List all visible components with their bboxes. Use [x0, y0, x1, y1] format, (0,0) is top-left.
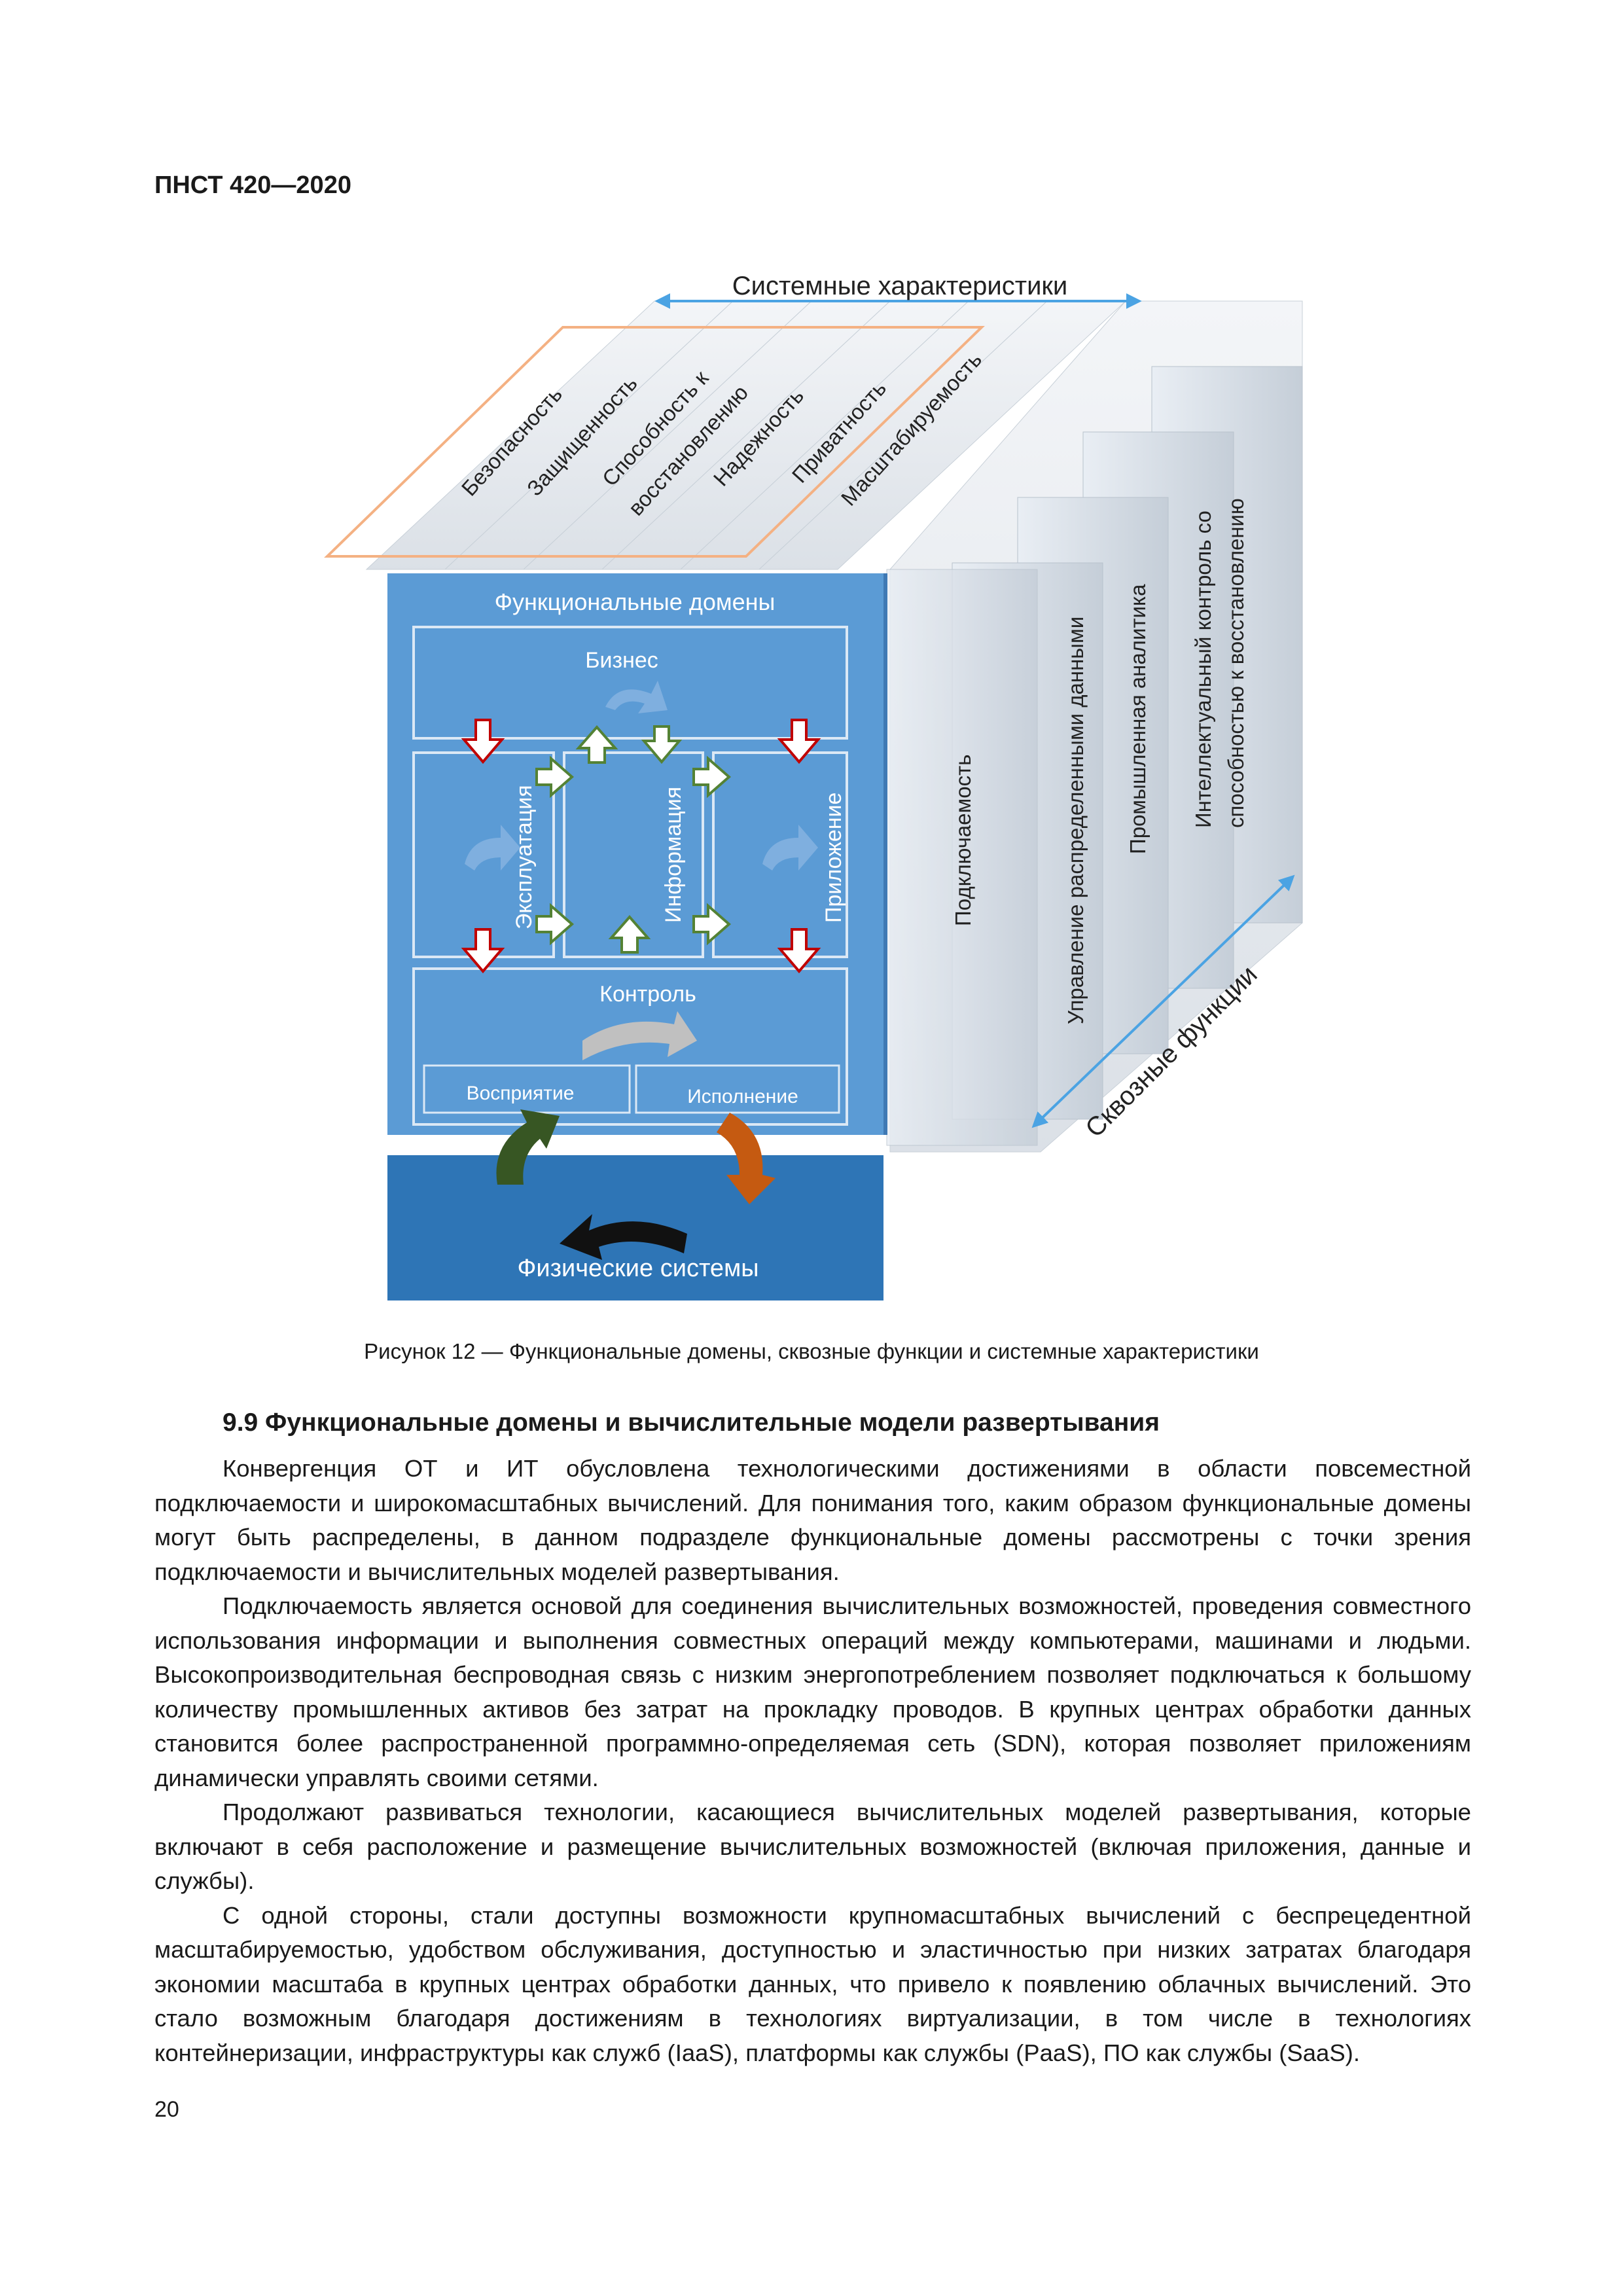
crosscutting-label: способностью к восстановлению	[1224, 498, 1248, 828]
physical-systems-label: Физические системы	[517, 1255, 758, 1282]
curved-arrow-icon	[605, 681, 668, 713]
page-number: 20	[154, 2097, 179, 2122]
physical-systems-block: Физические системы	[387, 1155, 883, 1300]
paragraph: Продолжают развиваться технологии, касаю…	[154, 1799, 1471, 1894]
domain-control: Контроль	[599, 982, 696, 1007]
domain-application: Приложение	[821, 793, 846, 923]
orange-curved-arrow-icon	[717, 1113, 776, 1204]
crosscutting-label: Управление распределенными данными	[1063, 617, 1088, 1024]
curved-arrow-icon	[762, 825, 818, 870]
system-characteristics-label: Системные характеристики	[732, 272, 1068, 300]
domain-sensing: Восприятие	[467, 1083, 575, 1104]
crosscutting-label: Подключаемость	[951, 755, 975, 926]
crosscutting-label: Промышленная аналитика	[1126, 584, 1150, 854]
functional-domains-block: Функциональные домены Бизнес Эксплуатаци…	[387, 573, 887, 1135]
section-title: 9.9 Функциональные домены и вычислительн…	[223, 1408, 1160, 1437]
paragraph: Конвергенция ОТ и ИТ обусловлена техноло…	[154, 1455, 1471, 1585]
figure-12: Системные характеристики Безопасность За…	[324, 272, 1303, 1300]
paragraph: С одной стороны, стали доступны возможно…	[154, 1901, 1471, 2066]
standard-header: ПНСТ 420—2020	[154, 171, 351, 199]
red-arrow-icon	[461, 719, 821, 974]
domain-actuation: Исполнение	[687, 1086, 798, 1107]
black-arrow-icon	[560, 1214, 687, 1260]
domain-business: Бизнес	[585, 648, 658, 673]
functional-domains-label: Функциональные домены	[495, 588, 776, 615]
curved-arrow-icon	[582, 1011, 697, 1060]
green-arrow-icon	[535, 725, 732, 954]
body-text: Конвергенция ОТ и ИТ обусловлена техноло…	[154, 1452, 1471, 2070]
green-curved-arrow-icon	[496, 1109, 560, 1185]
domain-information: Информация	[661, 787, 686, 923]
curved-arrow-icon	[465, 825, 520, 870]
domain-operations: Эксплуатация	[512, 785, 537, 929]
characteristics-plane	[324, 326, 985, 558]
crosscutting-label: Интеллектуальный контроль со	[1191, 511, 1215, 828]
figure-caption: Рисунок 12 — Функциональные домены, скво…	[364, 1339, 1259, 1363]
paragraph: Подключаемость является основой для соед…	[154, 1592, 1471, 1791]
